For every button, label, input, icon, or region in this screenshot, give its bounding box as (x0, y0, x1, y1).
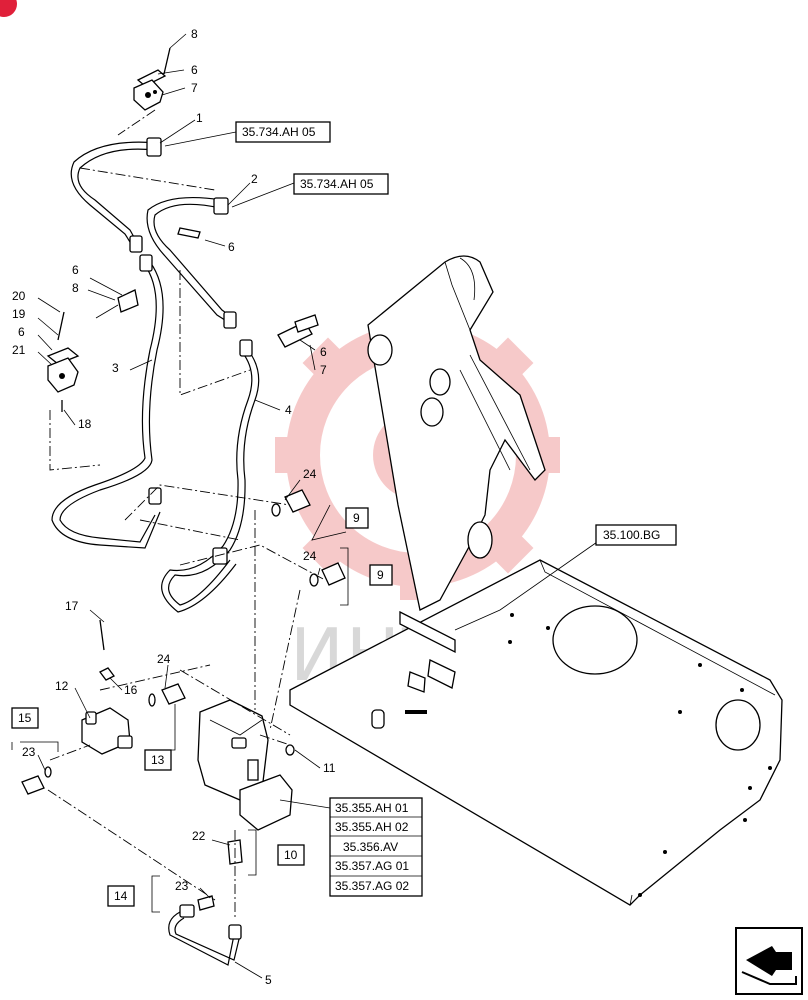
ref-link-35-357-ag-01[interactable]: 35.357.AG 01 (335, 859, 409, 873)
callout-6: 6 (72, 263, 79, 277)
callout-7: 7 (191, 81, 198, 95)
ref-link-35-355-ah-02[interactable]: 35.355.AH 02 (335, 820, 409, 834)
callout-6: 6 (228, 240, 235, 254)
callout-8: 8 (72, 281, 79, 295)
callout-19: 19 (12, 307, 26, 321)
boxed-9: 9 (377, 568, 384, 582)
callout-6: 6 (18, 325, 25, 339)
callout-2: 2 (251, 172, 258, 186)
callout-20: 20 (12, 289, 26, 303)
box-9-upper (345, 507, 369, 529)
callout-11: 11 (323, 761, 336, 775)
bracket-top (133, 47, 171, 111)
callout-18: 18 (78, 417, 92, 431)
callout-7: 7 (320, 363, 327, 377)
frame-upright (367, 255, 546, 611)
boxed-9: 9 (353, 511, 360, 525)
fitting-23-left (21, 766, 52, 795)
clamp-mid-right (277, 314, 319, 348)
hose-2 (146, 196, 237, 329)
callout-24: 24 (303, 467, 317, 481)
box-10 (277, 844, 305, 866)
callout-16: 16 (124, 683, 138, 697)
adapter-24-left (148, 683, 186, 707)
tube-5 (168, 895, 242, 966)
box-15 (11, 707, 39, 729)
main-valve (197, 699, 295, 831)
ref-link-35-356-av[interactable]: 35.356.AV (343, 840, 398, 854)
callout-12: 12 (55, 679, 69, 693)
callout-3: 3 (112, 361, 119, 375)
callout-6: 6 (320, 345, 327, 359)
ref-stack: 35.355.AH 01 35.355.AH 02 35.356.AV 35.3… (329, 797, 423, 897)
box-14 (107, 885, 135, 907)
valve-left-12 (81, 619, 133, 755)
callout-24: 24 (303, 549, 317, 563)
ref-link-35-734-ah-05[interactable]: 35.734.AH 05 (300, 177, 374, 191)
callout-8: 8 (191, 27, 198, 41)
clamp-mid-left (95, 289, 139, 319)
corner-badge (0, 0, 17, 17)
next-page-arrow-icon[interactable] (735, 927, 803, 995)
callout-17: 17 (65, 599, 79, 613)
callout-4: 4 (285, 403, 292, 417)
ref-box-top-1[interactable] (235, 121, 331, 143)
box-9-lower (369, 564, 393, 586)
ref-link-35-100-bg[interactable]: 35.100.BG (603, 528, 660, 542)
hose-1 (70, 137, 162, 253)
adapter-24-lower (309, 562, 346, 587)
ref-box-top-2[interactable] (293, 173, 389, 195)
hose-3 (51, 254, 164, 549)
callout-6: 6 (191, 63, 198, 77)
callout-22: 22 (192, 829, 206, 843)
adapter-24-upper (271, 489, 311, 517)
callout-23: 23 (175, 879, 189, 893)
ref-link-35-357-ag-02[interactable]: 35.357.AG 02 (335, 879, 409, 893)
boxed-10: 10 (284, 848, 298, 862)
callout-24: 24 (157, 652, 171, 666)
floor-plate (289, 559, 783, 906)
bracket-left (46, 311, 80, 412)
boxed-15: 15 (18, 711, 32, 725)
ref-link-35-734-ah-05[interactable]: 35.734.AH 05 (242, 125, 316, 139)
callout-1: 1 (196, 111, 203, 125)
callout-21: 21 (12, 343, 26, 357)
callout-23: 23 (22, 745, 36, 759)
boxed-13: 13 (151, 753, 165, 767)
boxed-14: 14 (114, 889, 128, 903)
ref-box-frame[interactable] (595, 524, 677, 546)
callout-5: 5 (265, 973, 272, 987)
clamp-hose2-plate (177, 227, 201, 239)
box-13 (144, 749, 172, 771)
ref-link-35-355-ah-01[interactable]: 35.355.AH 01 (335, 801, 409, 815)
hose-4 (161, 339, 260, 613)
